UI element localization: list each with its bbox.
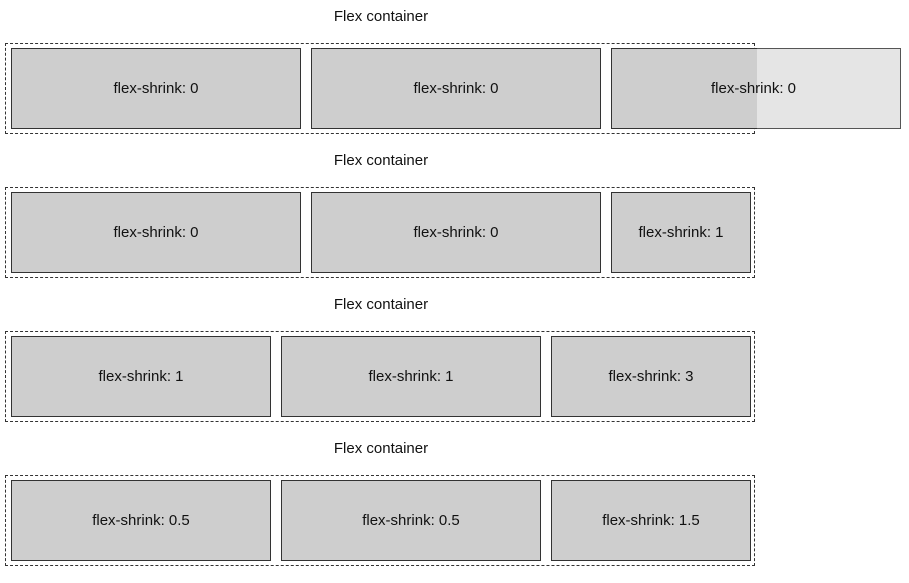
- flex-item-label: flex-shrink: 0: [113, 80, 199, 97]
- flex-item-label: flex-shrink: 3: [608, 368, 694, 385]
- flex-item-4-1: flex-shrink: 0.5: [11, 480, 271, 561]
- overflow-area: [757, 48, 901, 129]
- flex-item-3-2: flex-shrink: 1: [281, 336, 541, 417]
- flex-item-label: flex-shrink: 0: [413, 80, 499, 97]
- flex-item-label: flex-shrink: 0: [711, 80, 797, 97]
- flex-item-label: flex-shrink: 1: [98, 368, 184, 385]
- flex-item-1-2: flex-shrink: 0: [311, 48, 601, 129]
- flex-item-2-1: flex-shrink: 0: [11, 192, 301, 273]
- flex-item-4-2: flex-shrink: 0.5: [281, 480, 541, 561]
- section-1-caption: Flex container: [333, 8, 429, 25]
- section-3-caption: Flex container: [333, 296, 429, 313]
- flex-item-3-1: flex-shrink: 1: [11, 336, 271, 417]
- flex-item-label: flex-shrink: 1: [368, 368, 454, 385]
- flex-item-label: flex-shrink: 0: [413, 224, 499, 241]
- flex-item-label: flex-shrink: 1.5: [602, 512, 700, 529]
- flex-item-2-2: flex-shrink: 0: [311, 192, 601, 273]
- flex-item-label: flex-shrink: 0.5: [362, 512, 460, 529]
- section-4-caption: Flex container: [333, 440, 429, 457]
- flex-item-label: flex-shrink: 1: [638, 224, 724, 241]
- flex-item-label: flex-shrink: 0.5: [92, 512, 190, 529]
- flex-item-3-3: flex-shrink: 3: [551, 336, 751, 417]
- flex-item-label: flex-shrink: 0: [113, 224, 199, 241]
- section-2-caption: Flex container: [333, 152, 429, 169]
- flex-item-2-3: flex-shrink: 1: [611, 192, 751, 273]
- flex-item-4-3: flex-shrink: 1.5: [551, 480, 751, 561]
- flex-item-1-1: flex-shrink: 0: [11, 48, 301, 129]
- flex-item-1-3: flex-shrink: 0: [611, 48, 796, 129]
